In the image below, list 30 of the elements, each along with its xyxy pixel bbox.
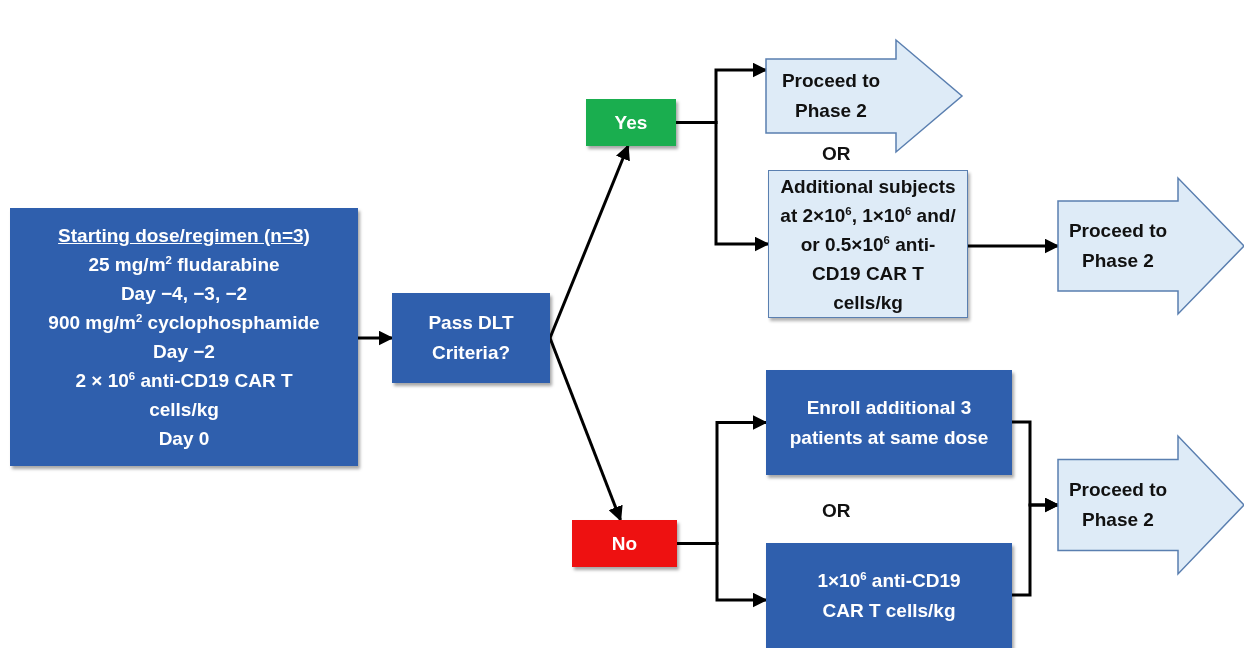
box-text: 1×10$^{6}$ anti-CD19 CAR T cells/kg (816, 568, 962, 623)
box-text: Yes (613, 110, 649, 135)
process-box (392, 293, 550, 383)
outcome-arrow-shape (1058, 178, 1244, 314)
box-text: Enroll additional 3 patients at same dose (789, 395, 989, 450)
box-text: Day 0 (158, 427, 210, 451)
box-text: Day −2 (153, 340, 215, 364)
box-text: Proceed to Phase 2 (1067, 219, 1169, 273)
or-label: OR (822, 500, 851, 522)
decision-yes-box (586, 99, 676, 146)
option-box (768, 170, 968, 318)
decision-no-box (572, 520, 677, 567)
outcome-arrow-shape (1058, 436, 1244, 574)
arrow (676, 121, 770, 252)
box-text: 2 × 10$^{6}$ anti-CD19 CAR T cells/kg (74, 369, 294, 422)
process-box (766, 543, 1012, 648)
box-text: Day −4, −3, −2 (120, 282, 248, 306)
box-text: Proceed to Phase 2 (780, 69, 882, 123)
box-text: Proceed to Phase 2 (1067, 478, 1169, 532)
box-text: No (610, 531, 639, 556)
arrow (358, 330, 394, 346)
box-text: 900 mg/m$^{2}$ cyclophosphamide (48, 311, 320, 335)
box-heading: Starting dose/regimen (n=3) (58, 224, 310, 248)
process-box (766, 370, 1012, 475)
arrow (677, 542, 768, 608)
or-label: OR (822, 143, 851, 165)
box-text: 25 mg/m$^{2}$ fludarabine (88, 253, 280, 277)
regimen-box (10, 208, 358, 466)
box-text: Additional subjects at 2×10$^{6}$, 1×10$^{6}$ and/ or 0.5×10$^{6}$ anti-CD19 CAR T cells/kg (779, 174, 957, 315)
box-text: Pass DLT Criteria? (427, 311, 515, 365)
